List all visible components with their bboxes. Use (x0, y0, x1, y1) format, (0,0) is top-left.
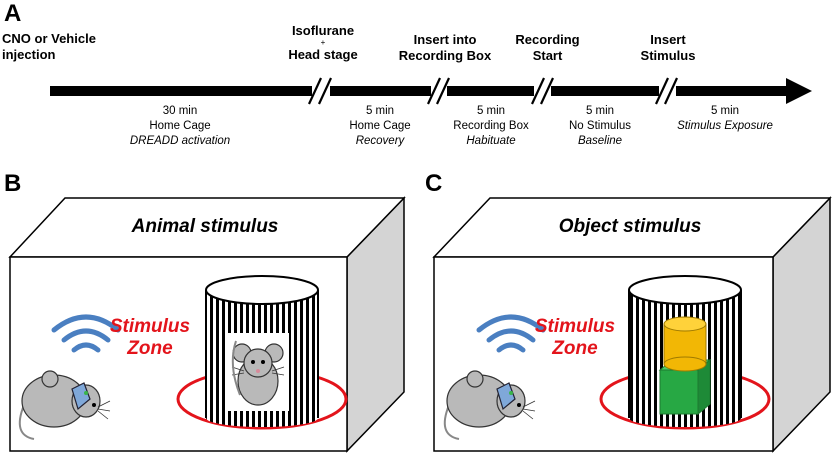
event-insert-box: Insert into Recording Box (398, 32, 492, 63)
phase-recovery: 5 min Home Cage Recovery (349, 105, 411, 147)
panel-label-a: A (4, 0, 22, 27)
object-stimulus-box (432, 196, 832, 453)
box-title-object: Object stimulus (558, 216, 702, 237)
panel-label-c: C (425, 170, 443, 197)
phase-stimulus-exposure: 5 min Stimulus Exposure (677, 105, 773, 132)
wireless-signal-icon (51, 314, 121, 353)
animal-stimulus-box (8, 196, 406, 453)
stimulus-zone-label-c: Stimulus Zone (534, 316, 616, 359)
stimulus-mouse (231, 340, 285, 406)
phase-dreadd: 30 min Home Cage DREADD activation (129, 105, 231, 147)
phase-baseline: 5 min No Stimulus Baseline (569, 105, 631, 147)
test-mouse (18, 370, 111, 440)
event-isoflurane: Isoflurane + Head stage (288, 23, 358, 62)
test-mouse (443, 370, 536, 440)
stimulus-zone-label-b: Stimulus Zone (109, 316, 191, 359)
box-title-animal: Animal stimulus (131, 216, 279, 237)
event-injection: CNO or Vehicle injection (2, 31, 96, 62)
object-stimulus (658, 316, 712, 416)
panel-label-b: B (4, 170, 22, 197)
phase-habituate: 5 min Recording Box Habituate (453, 105, 529, 147)
timeline-arrow (50, 77, 812, 105)
wireless-signal-icon (476, 314, 546, 353)
event-insert-stimulus: Insert Stimulus (640, 32, 696, 63)
event-recording-start: Recording Start (515, 32, 580, 63)
